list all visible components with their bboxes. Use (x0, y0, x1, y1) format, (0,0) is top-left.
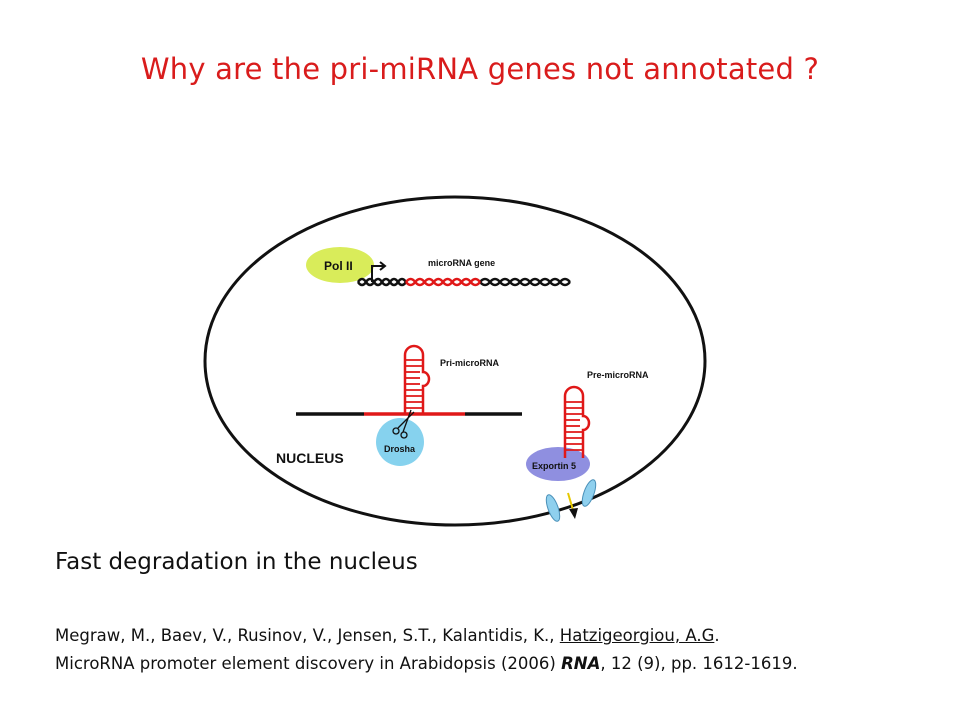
citation-last-author: Hatzigeorgiou, A.G (559, 626, 715, 645)
microrna-gene-helix (356, 277, 571, 287)
pri-mirna-label: Pri-microRNA (440, 358, 500, 368)
nucleus-envelope (203, 195, 707, 527)
exportin-5-blob (526, 447, 590, 481)
microrna-gene-label: microRNA gene (428, 258, 495, 268)
nucleus-label: NUCLEUS (276, 450, 344, 466)
nuclear-pore (545, 479, 597, 522)
pre-mirna-hairpin (563, 385, 591, 458)
citation-journal: RNA (561, 654, 601, 673)
scissors-icon (392, 409, 415, 439)
pre-mirna-label: Pre-microRNA (587, 370, 649, 380)
drosha-label: Drosha (384, 444, 416, 454)
citation-title: MicroRNA promoter element discovery in A… (55, 654, 562, 673)
pri-mirna-hairpin (403, 344, 431, 414)
export-arrow-icon (567, 492, 578, 519)
drosha-blob (376, 418, 424, 466)
citation: Megraw, M., Baev, V., Rusinov, V., Jense… (55, 622, 935, 678)
pol2-blob (306, 247, 374, 283)
exportin-5-label: Exportin 5 (532, 461, 576, 471)
slide-title: Why are the pri-miRNA genes not annotate… (140, 52, 820, 86)
citation-authors: Megraw, M., Baev, V., Rusinov, V., Jense… (55, 626, 560, 645)
transcription-start-arrow-icon (371, 261, 387, 282)
pol2-label: Pol II (324, 259, 353, 273)
citation-details: , 12 (9), pp. 1612-1619. (600, 654, 798, 673)
citation-period: . (714, 626, 720, 645)
slide-caption: Fast degradation in the nucleus (55, 549, 418, 575)
